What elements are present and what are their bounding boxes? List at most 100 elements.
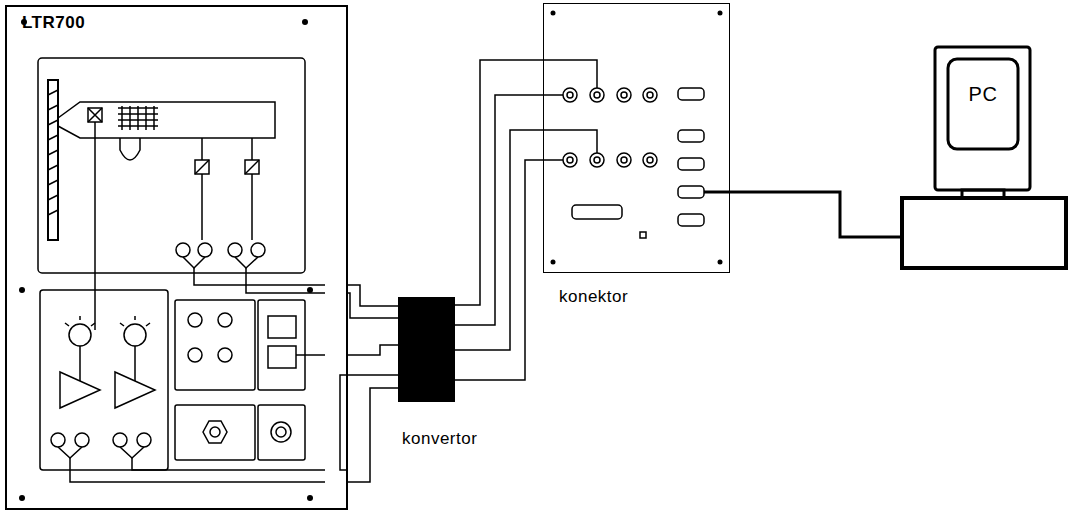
converter-block: konvertor [398, 297, 455, 402]
ltr700-panel-art-part [80, 346, 135, 381]
ltr700-panel-art-part [251, 243, 265, 257]
konektor-art-part [647, 92, 653, 98]
ltr700-panel-art-part [245, 160, 259, 174]
konektor-art-part [678, 186, 704, 198]
ltr700-panel-art-part [258, 300, 305, 390]
ltr700-panel-art-part [176, 243, 190, 257]
ltr700-panel-art-part [58, 102, 275, 138]
wire [730, 192, 900, 237]
ltr700-panel-art-part [70, 458, 325, 482]
ltr700-panel-art-part [88, 108, 102, 122]
ltr700-panel-art-part [69, 324, 91, 346]
konektor-dots-part [551, 260, 556, 265]
konektor-art-part [563, 88, 577, 102]
konektor-art-part [621, 157, 627, 163]
ltr700-panel-art-part [258, 405, 305, 460]
konektor-art-part [643, 153, 657, 167]
ltr700-panel-art-part [40, 290, 168, 470]
device-panel: LTR700 [5, 5, 348, 510]
ltr700-panel-art-part [38, 58, 305, 273]
wire [340, 375, 398, 470]
ltr700-panel-art-part [48, 90, 58, 215]
ltr700-panel-art-part [175, 405, 255, 460]
screw-dots-part [302, 19, 308, 25]
ltr700-panel-art-part [175, 300, 255, 390]
node-label: konektor [559, 287, 628, 307]
wire [455, 130, 543, 350]
ltr700-panel-art-part [210, 427, 220, 437]
konektor-art-part [567, 92, 573, 98]
ltr700-panel-art-part [65, 316, 150, 326]
ltr700-panel-art-part [58, 447, 144, 458]
ltr700-panel-art-part [48, 80, 58, 240]
konektor-art-part [594, 92, 600, 98]
ltr700-panel-art-part [188, 348, 202, 362]
ltr700-panel-art-part [203, 421, 227, 443]
ltr700-panel-art-part [113, 433, 127, 447]
computer-outline [900, 45, 1068, 270]
ltr700-panel-art-part [60, 372, 155, 408]
ltr700-panel-art-part [120, 138, 140, 160]
konektor-art-part [704, 191, 730, 194]
ltr700-panel-art-part [124, 324, 146, 346]
node-label: PC [948, 83, 1018, 106]
ltr700-panel-art-part [228, 243, 242, 257]
ltr700-panel-art-part [268, 316, 296, 338]
ltr700-panel-art-part [195, 160, 209, 174]
konektor-art-part [678, 214, 704, 226]
konektor-art-part [594, 157, 600, 163]
screw-dots [19, 19, 313, 501]
konektor-art-part [678, 158, 704, 170]
ltr700-panel-art-part [296, 354, 325, 356]
konektor-art-part [590, 153, 604, 167]
konektor-art [543, 60, 730, 238]
screw-dots-part [19, 287, 25, 293]
konektor-art-part [678, 130, 704, 142]
ltr700-panel-art-part [188, 313, 202, 327]
konektor-art-part [640, 232, 646, 238]
ltr700-panel-art-part [94, 122, 96, 330]
konektor-art-part [643, 88, 657, 102]
konektor-art-part [678, 88, 704, 100]
wire [348, 285, 398, 306]
konektor-art-part [617, 153, 631, 167]
wire [348, 345, 398, 355]
konektor-art-part [543, 60, 597, 160]
ltr700-panel-art [38, 58, 325, 482]
wire [348, 293, 398, 318]
screw-dots-part [307, 287, 313, 293]
ltr700-panel-art-part [118, 106, 158, 130]
konektor-art-part [647, 157, 653, 163]
ltr700-panel-art-part [198, 243, 212, 257]
ltr700-panel-art-part [218, 313, 232, 327]
ltr700-panel-art-part [51, 433, 65, 447]
ltr700-panel-art-part [75, 433, 89, 447]
screw-dots-part [307, 495, 313, 501]
node-label: konvertor [402, 429, 477, 449]
wire [455, 60, 543, 305]
wire [348, 388, 398, 482]
computer-part [948, 59, 1018, 149]
konektor-art-part [621, 92, 627, 98]
computer-icon: PC [900, 45, 1068, 270]
connector-board: konektor [543, 3, 730, 273]
ltr700-panel-art-part [195, 160, 209, 174]
konektor-dots [551, 11, 723, 265]
wire [455, 160, 543, 380]
screw-dots-part [19, 495, 25, 501]
computer-part [935, 47, 1030, 190]
konektor-art-part [572, 205, 622, 219]
ltr700-panel-art-part [202, 138, 252, 240]
ltr700-panel-art-part [268, 346, 296, 368]
konektor-art-part [617, 88, 631, 102]
ltr700-panel-art-part [183, 257, 258, 268]
konektor-dots-part [718, 11, 723, 16]
konektor-dots-part [718, 260, 723, 265]
node-label: LTR700 [22, 13, 361, 33]
ltr700-panel-art-part [218, 348, 232, 362]
ltr700-panel-art-part [194, 268, 325, 293]
ltr700-panel-art-part [276, 427, 286, 437]
